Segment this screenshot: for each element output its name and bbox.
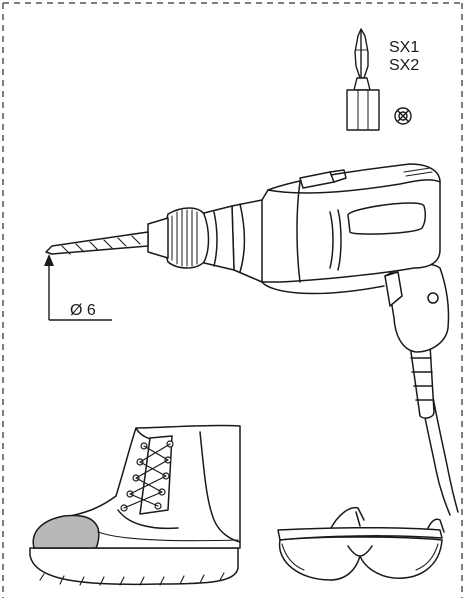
safety-goggles-icon — [277, 506, 445, 581]
bit-diameter-label: Ø 6 — [70, 302, 96, 319]
screwdriver-bit-icon — [346, 28, 380, 131]
safety-boot-icon — [29, 424, 241, 586]
electric-drill-icon — [45, 163, 459, 516]
bit-diameter-callout — [44, 254, 112, 321]
crosshead-screw-icon — [394, 107, 412, 125]
bit-label-sx1: SX1 — [389, 39, 419, 56]
bit-label-sx2: SX2 — [389, 57, 419, 74]
